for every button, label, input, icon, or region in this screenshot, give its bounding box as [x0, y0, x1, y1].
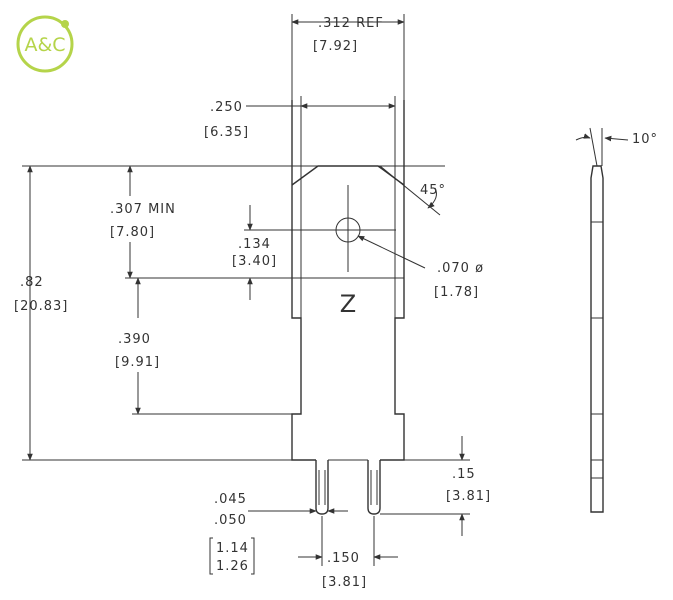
- terminal-side-view: 10°: [575, 127, 658, 513]
- dimension-lines: [22, 14, 470, 566]
- dim-hole-offset-mm: [3.40]: [232, 254, 277, 269]
- dim-body-width-mm: [6.35]: [204, 125, 249, 140]
- logo-text: A&C: [24, 34, 65, 56]
- terminal-front-view: Z: [291, 100, 405, 515]
- dim-hole-depth-mm: [7.80]: [110, 225, 155, 240]
- dim-hole-depth-inch: .307 MIN: [110, 202, 176, 217]
- dim-width-ref-mm: [7.92]: [313, 39, 358, 54]
- dim-hole-offset-inch: .134: [238, 237, 271, 252]
- dim-pin-width-mm-2: 1.26: [216, 559, 249, 574]
- dim-chamfer-angle: 45°: [420, 183, 446, 198]
- dim-mid-height-inch: .390: [118, 332, 151, 347]
- dim-pin-pitch-mm: [3.81]: [322, 575, 367, 590]
- brand-logo: A&C: [16, 15, 74, 73]
- dim-body-width-inch: .250: [210, 100, 243, 115]
- dim-mid-height-mm: [9.91]: [115, 355, 160, 370]
- dimension-labels: .312 REF [7.92] .250 [6.35] .307 MIN [7.…: [14, 16, 491, 590]
- dim-pin-pitch-inch: .150: [327, 551, 360, 566]
- dim-pin-length-mm: [3.81]: [446, 489, 491, 504]
- dim-side-angle: 10°: [632, 132, 658, 147]
- dim-pin-width-inch-1: .045: [214, 492, 247, 507]
- dim-overall-height-inch: .82: [20, 275, 44, 290]
- dim-hole-diameter-mm: [1.78]: [434, 285, 479, 300]
- dim-hole-diameter-inch: .070 ø: [437, 261, 484, 276]
- part-marking: Z: [340, 290, 356, 318]
- dim-overall-height-mm: [20.83]: [14, 299, 68, 314]
- dim-pin-width-inch-2: .050: [214, 513, 247, 528]
- dim-width-ref-inch: .312 REF: [318, 16, 384, 31]
- dim-pin-length-inch: .15: [452, 467, 476, 482]
- dim-pin-width-mm-1: 1.14: [216, 541, 249, 556]
